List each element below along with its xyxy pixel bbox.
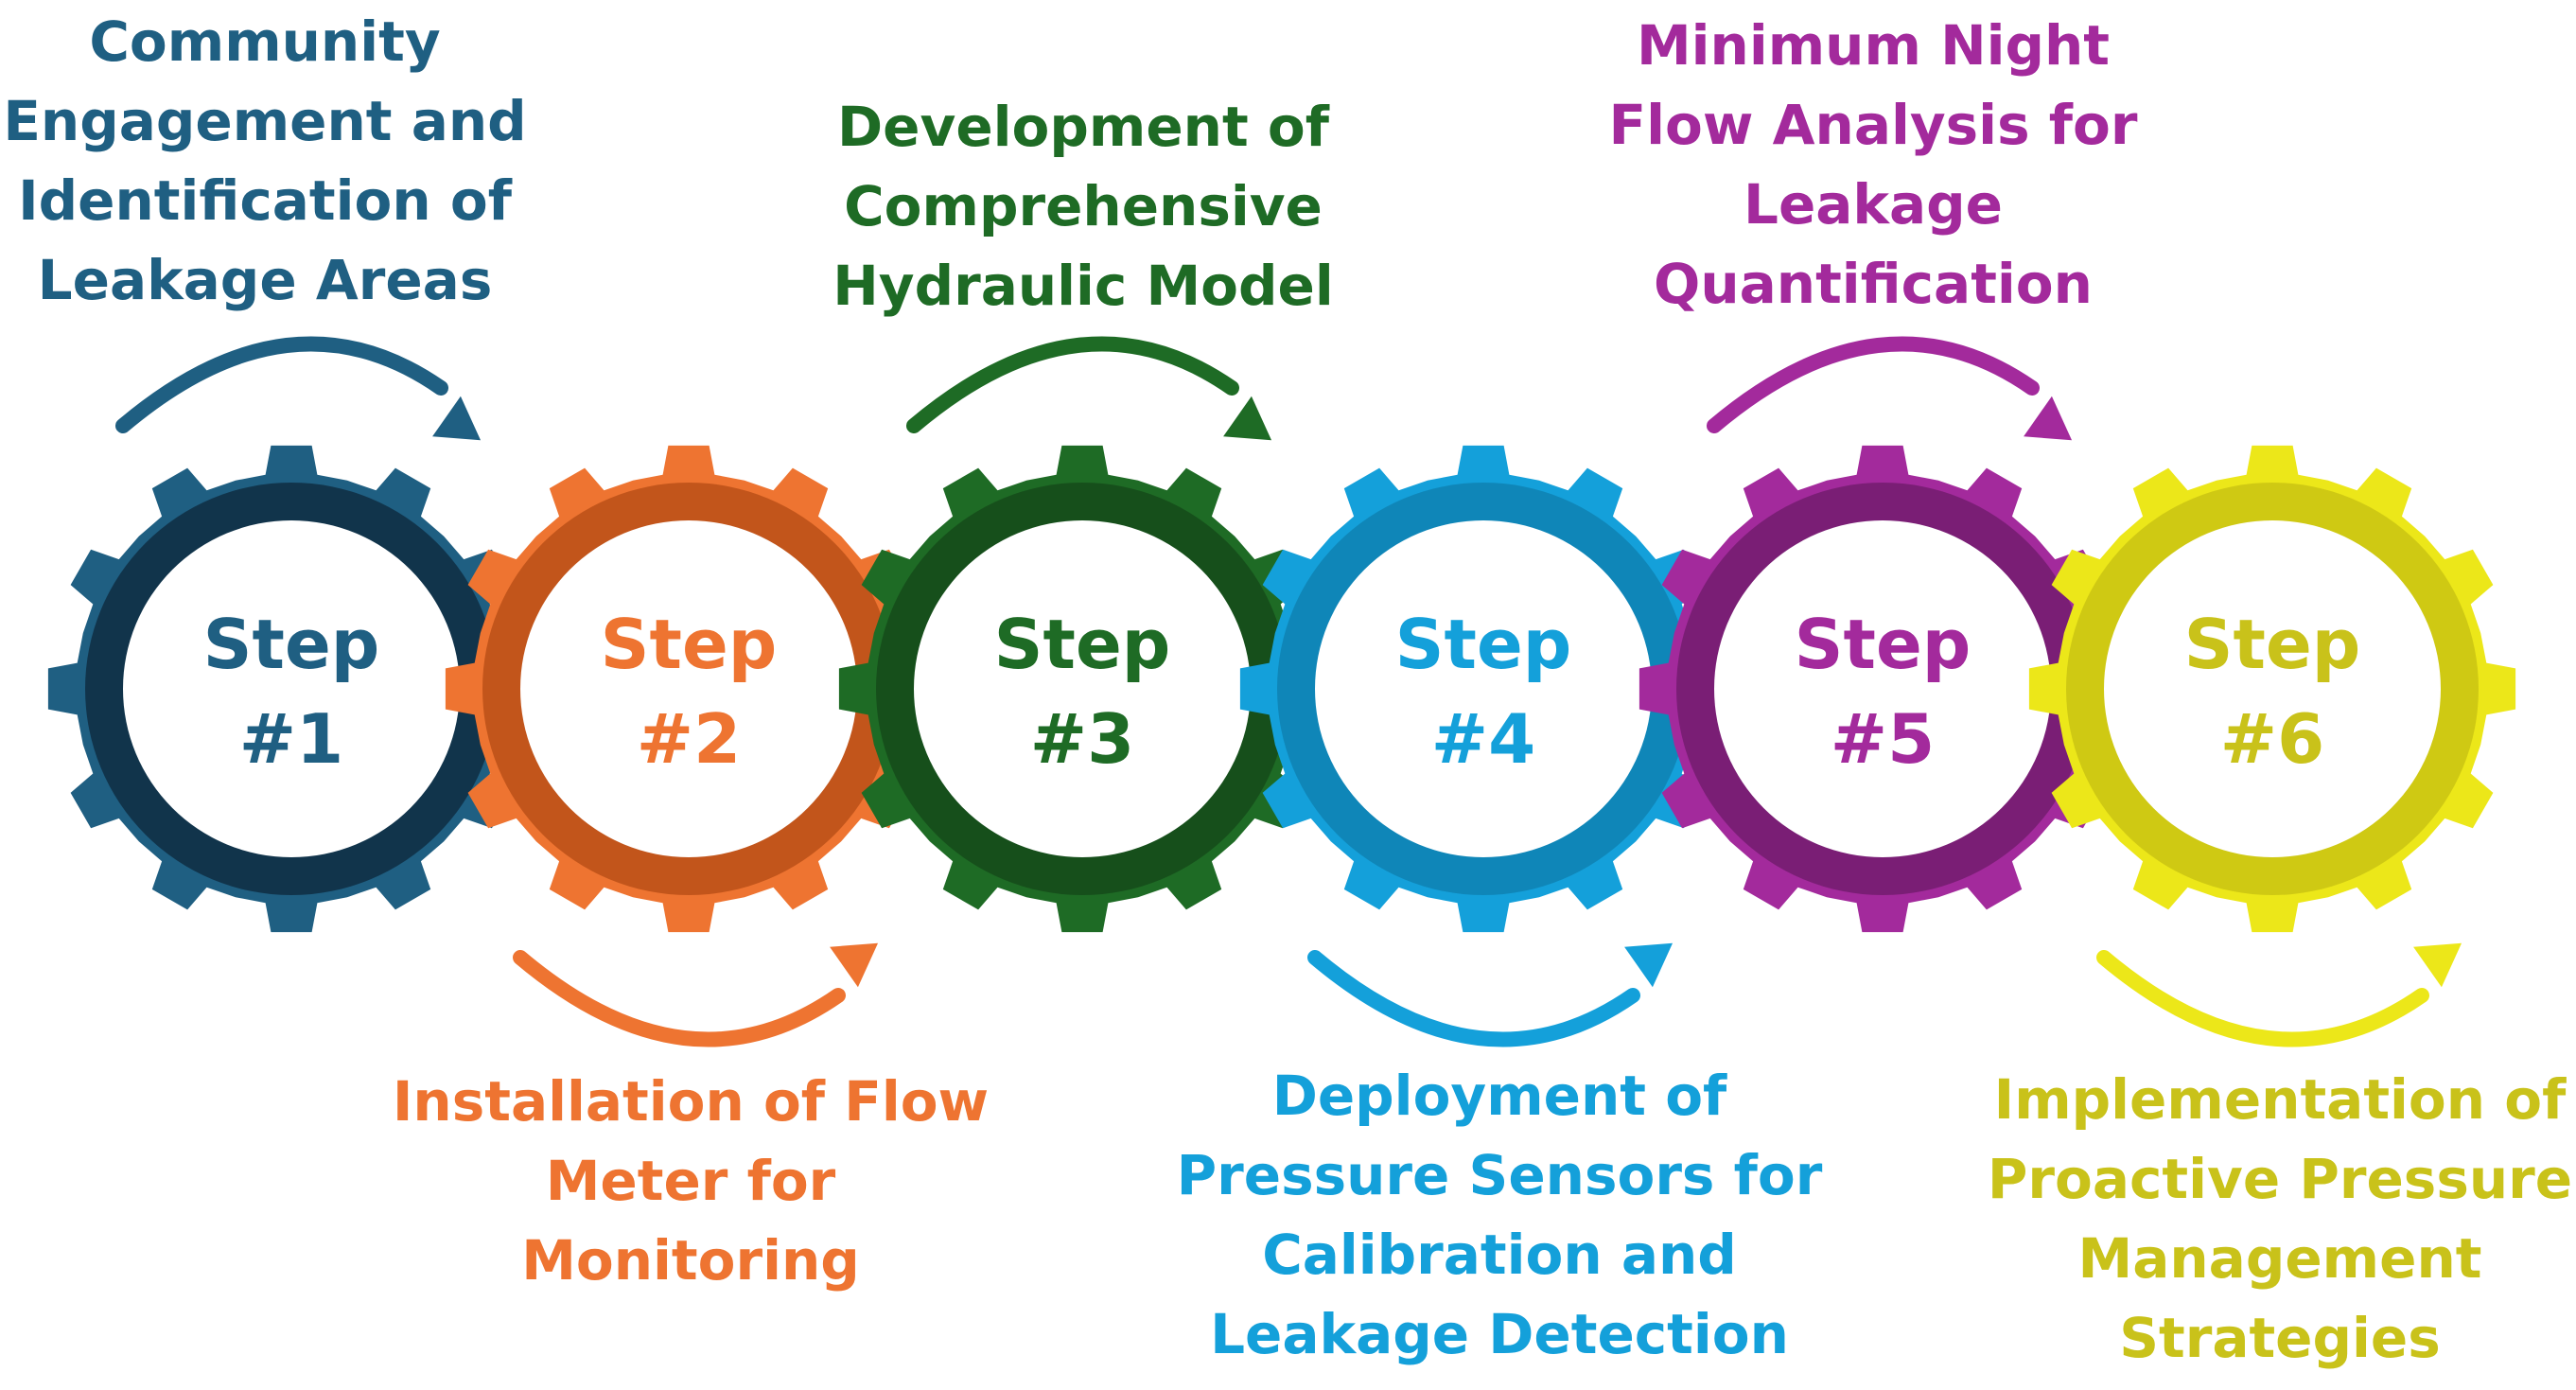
- step-5-caption: Minimum Night Flow Analysis for Leakage …: [1608, 13, 2138, 316]
- gear-hub: [123, 520, 460, 857]
- gear-hub: [1315, 520, 1652, 857]
- curved-arrow-icon: [2096, 942, 2462, 1047]
- step-3-caption: Development of Comprehensive Hydraulic M…: [832, 95, 1334, 318]
- step-2-label: Step: [601, 605, 778, 684]
- curved-arrow-icon: [1307, 942, 1674, 1047]
- step-3-label: Step: [994, 605, 1171, 684]
- curved-arrow-icon: [115, 336, 482, 441]
- step-5-gear: Step #5: [1638, 445, 2127, 933]
- step-1-caption: Community Engagement and Identification …: [3, 9, 527, 312]
- step-2-caption: Installation of Flow Meter for Monitorin…: [392, 1069, 990, 1293]
- gear-hub: [520, 520, 857, 857]
- gear-hub: [1714, 520, 2051, 857]
- step-4-label: Step: [1395, 605, 1572, 684]
- step-1-gear: Step #1: [47, 445, 535, 933]
- step-4-number: #4: [1431, 699, 1535, 779]
- step-4-caption: Deployment of Pressure Sensors for Calib…: [1176, 1064, 1823, 1366]
- step-5-label: Step: [1795, 605, 1971, 684]
- step-6-gear: Step #6: [2028, 445, 2516, 933]
- step-3-gear: Step #3: [838, 445, 1326, 933]
- step-1-number: #1: [239, 699, 343, 779]
- step-1-label: Step: [203, 605, 380, 684]
- gear-hub: [914, 520, 1251, 857]
- step-2-number: #2: [637, 699, 741, 779]
- curved-arrow-icon: [1707, 336, 2073, 441]
- step-3-number: #3: [1030, 699, 1134, 779]
- step-4-gear: Step #4: [1239, 445, 1727, 933]
- step-2-gear: Step #2: [445, 445, 933, 933]
- step-5-number: #5: [1831, 699, 1935, 779]
- step-6-caption: Implementation of Proactive Pressure Man…: [1987, 1067, 2573, 1370]
- curved-arrow-icon: [906, 336, 1272, 441]
- step-6-number: #6: [2220, 699, 2324, 779]
- gear-hub: [2104, 520, 2441, 857]
- step-6-label: Step: [2184, 605, 2361, 684]
- curved-arrow-icon: [513, 942, 879, 1047]
